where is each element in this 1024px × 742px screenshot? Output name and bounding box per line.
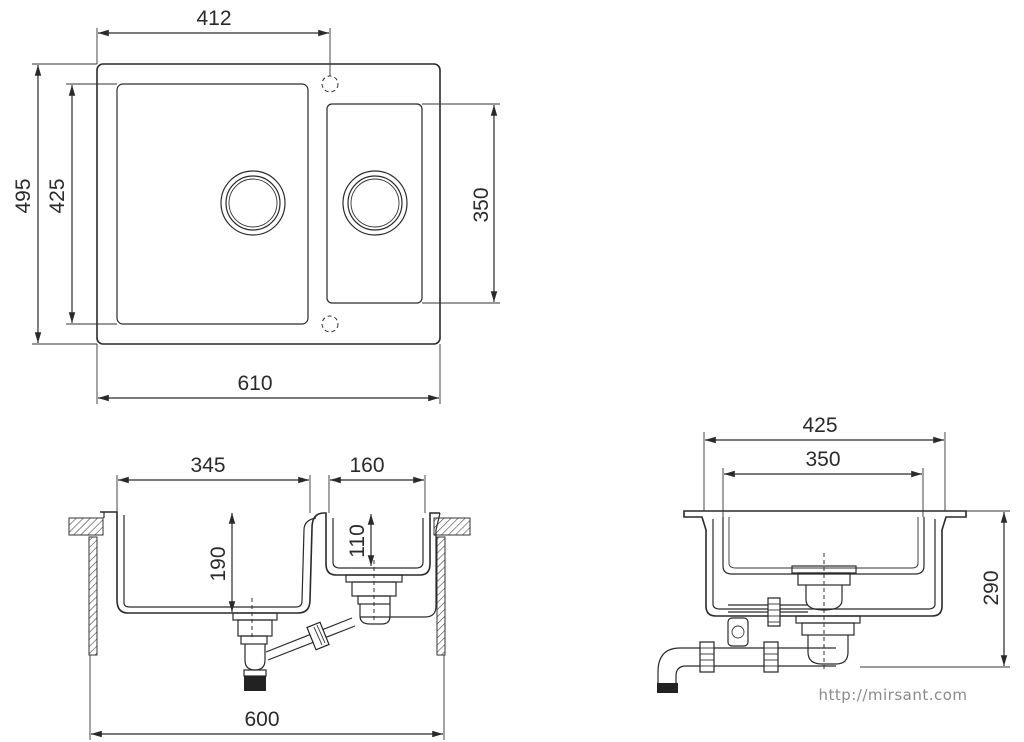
side-main-drain — [795, 615, 861, 665]
front-main-drain — [232, 598, 278, 691]
dim-front-width-small: 160 — [349, 454, 384, 477]
tap-hole-top — [321, 75, 339, 93]
side-small-drain — [791, 553, 857, 670]
side-overflow-pipe — [727, 597, 808, 647]
front-sink-profile — [100, 511, 440, 614]
top-view: 412 610 495 425 350 — [12, 7, 500, 404]
countertop-right — [433, 517, 471, 536]
main-drain — [220, 170, 286, 236]
dim-top-depth-small: 350 — [470, 187, 493, 222]
dim-front-width-main: 345 — [190, 454, 225, 477]
countertop-left — [68, 517, 104, 536]
dim-side-width-inner: 350 — [805, 448, 840, 471]
dim-side-width-outer: 425 — [802, 414, 837, 437]
dim-top-depth-overall: 495 — [12, 178, 35, 213]
dim-front-depth-main: 190 — [207, 546, 230, 581]
front-small-drain — [345, 560, 403, 625]
dim-top-depth-main: 425 — [46, 178, 69, 213]
side-sink-profile — [683, 510, 967, 617]
front-view: 345 160 190 110 600 — [68, 454, 471, 740]
small-drain — [342, 170, 408, 236]
front-connector-hose — [265, 617, 356, 661]
dim-top-width-overall: 610 — [237, 372, 272, 395]
side-view: 425 350 290 — [657, 414, 1010, 693]
sink-outline — [96, 63, 441, 345]
side-trap-outlet — [657, 641, 836, 693]
dim-front-width-cabinet: 600 — [244, 708, 279, 731]
cabinet-wall-right — [436, 536, 446, 656]
dim-front-depth-small: 110 — [346, 524, 369, 557]
dim-top-width-main: 412 — [196, 7, 231, 30]
watermark-url: http://mirsant.com — [818, 686, 967, 704]
cabinet-wall-left — [88, 536, 98, 656]
tap-hole-bottom — [321, 315, 339, 333]
dim-side-height: 290 — [980, 570, 1003, 605]
front-trap-outlet — [244, 676, 266, 691]
small-bowl — [326, 103, 423, 304]
main-bowl — [116, 83, 309, 325]
